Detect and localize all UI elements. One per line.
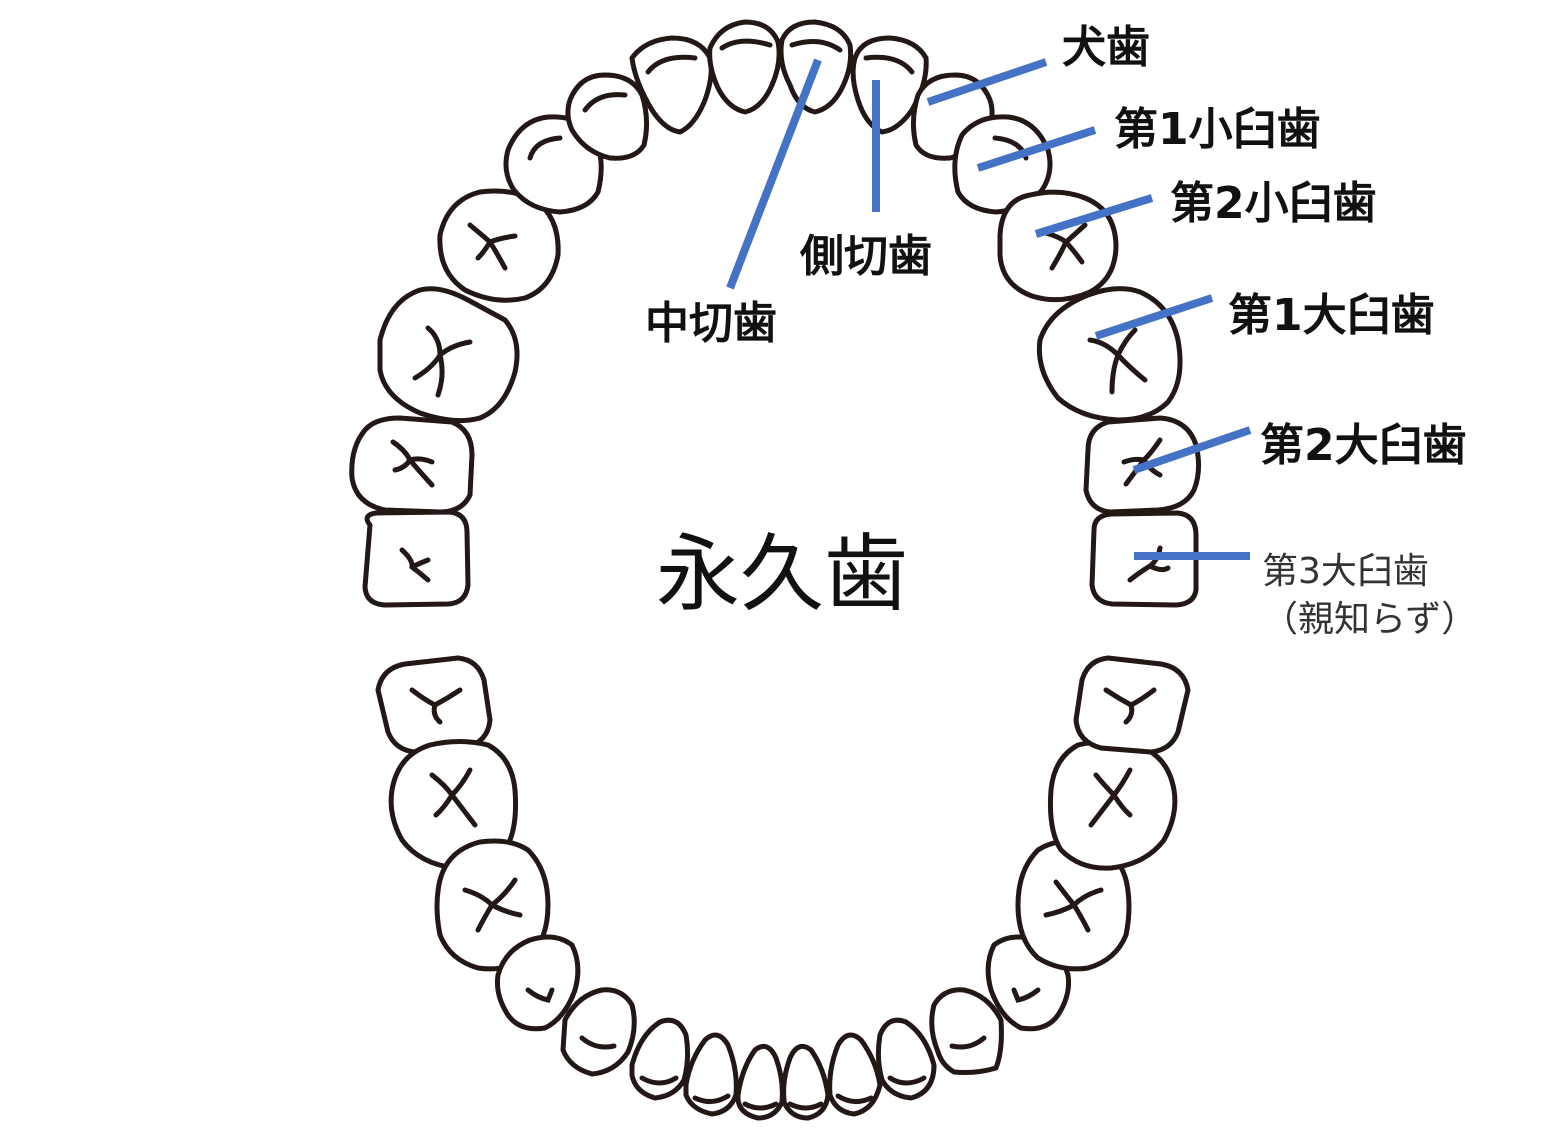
label-second-premolar: 第2小臼歯 xyxy=(1170,178,1377,229)
label-third-molar: 第3大臼歯 xyxy=(1262,551,1429,592)
tooth-lower-left-second-premolar xyxy=(495,934,581,1032)
tooth-upper-left-first-molar xyxy=(377,286,520,424)
label-canine: 犬歯 xyxy=(1062,22,1150,73)
tooth-lower-left-central-incisor xyxy=(735,1043,785,1121)
tooth-upper-right-first-molar xyxy=(1036,286,1183,423)
tooth-upper-left-second-molar xyxy=(349,415,475,515)
tooth-lower-right-canine xyxy=(875,1017,937,1101)
tooth-lower-right-second-molar xyxy=(1048,739,1178,871)
tooth-upper-left-central-incisor xyxy=(707,19,782,115)
tooth-lower-right-central-incisor xyxy=(781,1043,831,1121)
leader-canine xyxy=(926,58,1048,106)
tooth-lower-left-second-molar xyxy=(388,739,518,871)
label-central-incisor: 中切歯 xyxy=(645,298,777,349)
tooth-lower-left-third-molar xyxy=(375,655,493,755)
tooth-lower-left-first-premolar xyxy=(560,987,637,1077)
tooth-upper-right-first-premolar xyxy=(952,114,1053,215)
label-first-premolar: 第1小臼歯 xyxy=(1114,104,1321,155)
tooth-lower-right-lateral-incisor xyxy=(827,1032,883,1117)
leader-second-molar xyxy=(1132,426,1252,474)
tooth-upper-left-canine xyxy=(565,72,650,161)
tooth-lower-right-third-molar xyxy=(1073,655,1191,755)
upper-arch xyxy=(349,19,1202,608)
tooth-lower-left-lateral-incisor xyxy=(683,1032,739,1117)
label-lateral-incisor: 側切歯 xyxy=(800,231,932,282)
lower-arch xyxy=(375,655,1191,1121)
tooth-lower-right-first-premolar xyxy=(929,987,1004,1075)
tooth-upper-left-third-molar xyxy=(362,509,471,608)
label-first-molar: 第1大臼歯 xyxy=(1228,290,1435,341)
diagram-title: 永久歯 xyxy=(656,525,909,623)
leader-first-molar xyxy=(1094,294,1214,340)
label-second-molar: 第2大臼歯 xyxy=(1260,420,1467,471)
leader-second-premolar xyxy=(1034,194,1154,238)
leader-lines xyxy=(726,58,1252,560)
leader-first-premolar xyxy=(976,126,1097,172)
tooth-lower-right-first-molar xyxy=(1015,838,1132,972)
tooth-upper-left-lateral-incisor xyxy=(629,35,714,135)
tooth-upper-right-second-premolar xyxy=(997,189,1119,303)
leader-central-incisor xyxy=(726,58,822,290)
tooth-upper-left-second-premolar xyxy=(437,188,561,303)
tooth-lower-left-canine xyxy=(629,1017,691,1101)
label-third-molar-note: （親知らず） xyxy=(1262,599,1478,640)
